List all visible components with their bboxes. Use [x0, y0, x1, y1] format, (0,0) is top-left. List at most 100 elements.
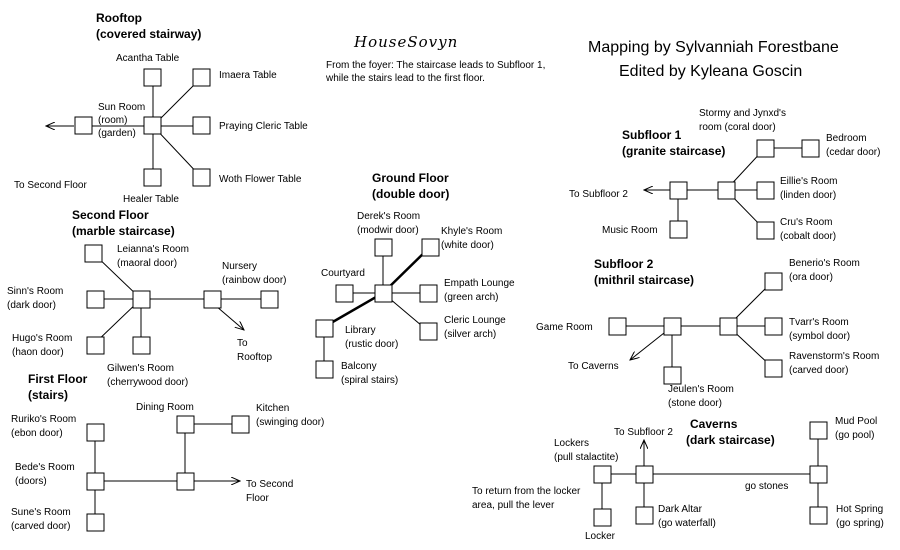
room-second-floor-hub [132, 290, 151, 309]
label-lockers-2: (pull stalactite) [554, 452, 618, 463]
room-jeulen [663, 366, 682, 385]
label-sune-2: (carved door) [11, 521, 70, 532]
foyer-note-line-1: From the foyer: The staircase leads to S… [326, 60, 545, 71]
label-to-second-2: Floor [246, 493, 269, 504]
room-sun-room [143, 116, 162, 135]
room-subfloor-1-stairs [669, 181, 688, 200]
label-bede: Bede's Room [15, 462, 75, 473]
label-ravenstorm-2: (carved door) [789, 365, 848, 376]
label-hot-spring-2: (go spring) [836, 518, 884, 529]
room-khyle [421, 238, 440, 257]
label-imaera: Imaera Table [219, 70, 277, 81]
room-bedroom [801, 139, 820, 158]
label-ruriko-2: (ebon door) [11, 428, 63, 439]
room-praying-cleric-table [192, 116, 211, 135]
subfloor-2-section: Subfloor 2 (mithril staircase) Benerio's… [536, 257, 879, 409]
room-nursery [260, 290, 279, 309]
label-dining: Dining Room [136, 402, 194, 413]
label-bedroom-2: (cedar door) [826, 147, 880, 158]
label-gilwen-2: (cherrywood door) [107, 377, 188, 388]
room-ravenstorm [764, 359, 783, 378]
ground-floor-section: Ground Floor (double door) Derek's Room … [315, 171, 515, 386]
label-nursery: Nursery [222, 261, 257, 272]
label-mud-pool: Mud Pool [835, 416, 877, 427]
label-cru: Cru's Room [780, 217, 832, 228]
label-benerio: Benerio's Room [789, 258, 860, 269]
label-lockers: Lockers [554, 438, 589, 449]
house-name-logo: HouseSovyn [353, 33, 458, 51]
room-subfloor-2-hub [719, 317, 738, 336]
room-sune [86, 513, 105, 532]
label-balcony: Balcony [341, 361, 377, 372]
label-woth-flower: Woth Flower Table [219, 174, 302, 185]
label-to-rooftop-2: Rooftop [237, 352, 272, 363]
label-cleric-lounge: Cleric Lounge [444, 315, 506, 326]
label-locker-note: To return from the locker [472, 486, 581, 497]
room-hugo [86, 336, 105, 355]
second-floor-subtitle: (marble staircase) [72, 224, 175, 238]
room-ground-foyer [374, 284, 393, 303]
room-stormy-jynxd [756, 139, 775, 158]
label-stormy-2: room (coral door) [699, 122, 776, 133]
room-dining [176, 415, 195, 434]
label-mud-pool-2: (go pool) [835, 430, 874, 441]
label-ravenstorm: Ravenstorm's Room [789, 351, 879, 362]
second-floor-section: Second Floor (marble staircase) Leianna'… [7, 208, 286, 388]
room-game [608, 317, 627, 336]
subfloor-2-subtitle: (mithril staircase) [594, 273, 694, 287]
label-praying-cleric: Praying Cleric Table [219, 121, 308, 132]
credit-edited: Edited by Kyleana Goscin [619, 63, 802, 80]
room-cru [756, 221, 775, 240]
label-sun-room: Sun Room [98, 102, 145, 113]
subfloor-1-section: Subfloor 1 (granite staircase) Stormy an… [569, 108, 880, 242]
rooftop-subtitle: (covered stairway) [96, 27, 201, 41]
credit-mapping: Mapping by Sylvanniah Forestbane [588, 39, 839, 56]
subfloor-2-title: Subfloor 2 [594, 257, 654, 271]
room-healer-table [143, 168, 162, 187]
room-music [669, 220, 688, 239]
ground-floor-title: Ground Floor [372, 171, 449, 185]
room-derek [374, 238, 393, 257]
label-music: Music Room [602, 225, 658, 236]
room-mud-pool [809, 421, 828, 440]
label-eillie-2: (linden door) [780, 190, 836, 201]
room-imaera-table [192, 68, 211, 87]
label-kitchen-2: (swinging door) [256, 417, 324, 428]
room-second-floor-stairs [203, 290, 222, 309]
label-library-2: (rustic door) [345, 339, 398, 350]
room-empath-lounge [419, 284, 438, 303]
label-kitchen: Kitchen [256, 403, 289, 414]
room-bede [86, 472, 105, 491]
subfloor-1-subtitle: (granite staircase) [622, 144, 725, 158]
room-caverns-stairs [635, 465, 654, 484]
label-to-second: To Second [246, 479, 293, 490]
label-cru-2: (cobalt door) [780, 231, 836, 242]
label-caverns-to-subfloor-2: To Subfloor 2 [614, 427, 673, 438]
first-floor-title: First Floor [28, 372, 88, 386]
label-game: Game Room [536, 322, 593, 333]
label-leianna-2: (maoral door) [117, 258, 177, 269]
label-stormy: Stormy and Jynxd's [699, 108, 786, 119]
label-cleric-lounge-2: (silver arch) [444, 329, 496, 340]
label-leianna: Leianna's Room [117, 244, 189, 255]
label-sinn: Sinn's Room [7, 286, 63, 297]
label-acantha: Acantha Table [116, 53, 180, 64]
label-tvarr-2: (symbol door) [789, 331, 850, 342]
label-khyle: Khyle's Room [441, 226, 502, 237]
label-sinn-2: (dark door) [7, 300, 56, 311]
room-acantha-table [143, 68, 162, 87]
room-kitchen [231, 415, 250, 434]
label-hugo-2: (haon door) [12, 347, 64, 358]
room-dark-altar [635, 506, 654, 525]
label-eillie: Eillie's Room [780, 176, 837, 187]
label-to-caverns: To Caverns [568, 361, 619, 372]
label-library: Library [345, 325, 376, 336]
room-cleric-lounge [419, 322, 438, 341]
room-courtyard [335, 284, 354, 303]
room-leianna [84, 244, 103, 263]
label-hot-spring: Hot Spring [836, 504, 883, 515]
label-locker-note-2: area, pull the lever [472, 500, 555, 511]
label-nursery-2: (rainbow door) [222, 275, 286, 286]
label-empath-2: (green arch) [444, 292, 498, 303]
